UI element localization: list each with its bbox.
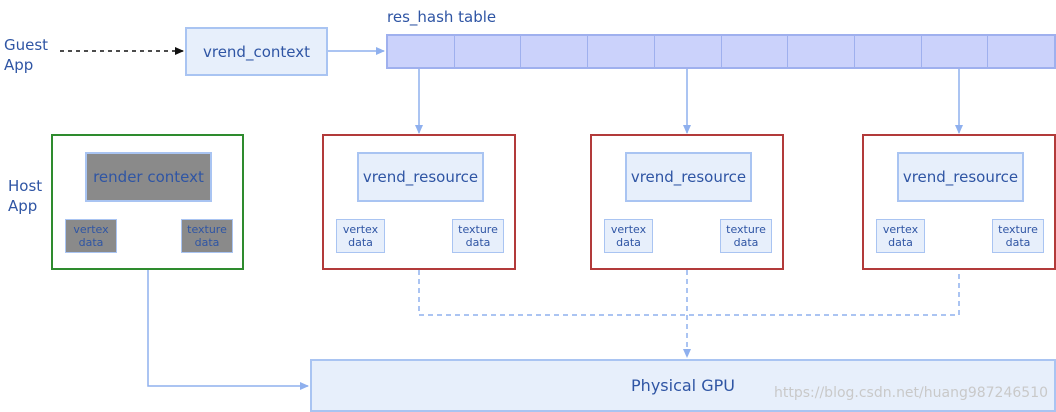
dashed-resource-bus — [418, 270, 960, 316]
resource-texture-data: texture data — [452, 219, 504, 253]
hash-cell — [788, 36, 855, 67]
hash-cell — [521, 36, 589, 67]
hash-cell — [921, 36, 989, 67]
hash-cell — [454, 36, 522, 67]
vertex-line1: vertex — [882, 223, 919, 236]
vrend-context-label: vrend_context — [202, 42, 310, 61]
vertex-line1: vertex — [342, 223, 379, 236]
texture-line1: texture — [458, 223, 498, 236]
host-app-label-line2: App — [8, 197, 38, 215]
render-vertex-line1: vertex — [73, 223, 109, 236]
resource-texture-data: texture data — [720, 219, 772, 253]
host-app-label-line1: Host — [8, 177, 43, 195]
guest-app-label-line1: Guest — [4, 36, 49, 54]
render-texture-data: texture data — [181, 219, 233, 253]
vertex-line1: vertex — [610, 223, 647, 236]
render-vertex-data: vertex data — [65, 219, 117, 253]
render-context-label: render context — [93, 168, 204, 186]
physical-gpu-node: Physical GPU — [310, 359, 1056, 412]
host-app-label: Host App — [8, 176, 42, 216]
texture-line2: data — [733, 236, 759, 249]
guest-app-label-line2: App — [4, 56, 34, 74]
vertex-line2: data — [348, 236, 373, 249]
resource-texture-data: texture data — [992, 219, 1044, 253]
render-texture-line2: data — [194, 236, 220, 249]
vrend-context-node: vrend_context — [185, 27, 328, 76]
vertex-line2: data — [888, 236, 913, 249]
hash-cell — [721, 36, 789, 67]
watermark: https://blog.csdn.net/huang987246510 — [774, 385, 1049, 401]
resource-vertex-data: vertex data — [876, 219, 925, 253]
resource-vertex-data: vertex data — [604, 219, 653, 253]
physical-gpu-label: Physical GPU — [631, 376, 735, 395]
hash-cell — [988, 36, 1055, 67]
res-hash-table-title: res_hash table — [387, 8, 497, 26]
vrend-resource-label: vrend_resource — [630, 168, 747, 186]
vrend-resource-label: vrend_resource — [902, 168, 1019, 186]
resource-box-1: vrend_resource vertex data texture data — [322, 134, 516, 270]
hash-cell — [388, 36, 455, 67]
texture-line2: data — [465, 236, 491, 249]
hash-cell — [654, 36, 722, 67]
hash-cell — [588, 36, 655, 67]
vrend-resource-node: vrend_resource — [357, 152, 484, 202]
arrow-host-to-gpu — [147, 270, 309, 390]
texture-line2: data — [1005, 236, 1031, 249]
vrend-resource-node: vrend_resource — [897, 152, 1024, 202]
render-context-node: render context — [85, 152, 212, 202]
resource-vertex-data: vertex data — [336, 219, 385, 253]
render-vertex-line2: data — [78, 236, 104, 249]
vrend-resource-label: vrend_resource — [362, 168, 479, 186]
host-render-box: render context vertex data texture data — [51, 134, 244, 270]
hash-cell — [854, 36, 922, 67]
resource-box-3: vrend_resource vertex data texture data — [862, 134, 1056, 270]
resource-box-2: vrend_resource vertex data texture data — [590, 134, 784, 270]
res-hash-table — [386, 34, 1056, 69]
vertex-line2: data — [616, 236, 641, 249]
render-texture-line1: texture — [187, 223, 227, 236]
texture-line1: texture — [726, 223, 766, 236]
guest-app-label: Guest App — [4, 35, 48, 75]
vrend-resource-node: vrend_resource — [625, 152, 752, 202]
texture-line1: texture — [998, 223, 1038, 236]
